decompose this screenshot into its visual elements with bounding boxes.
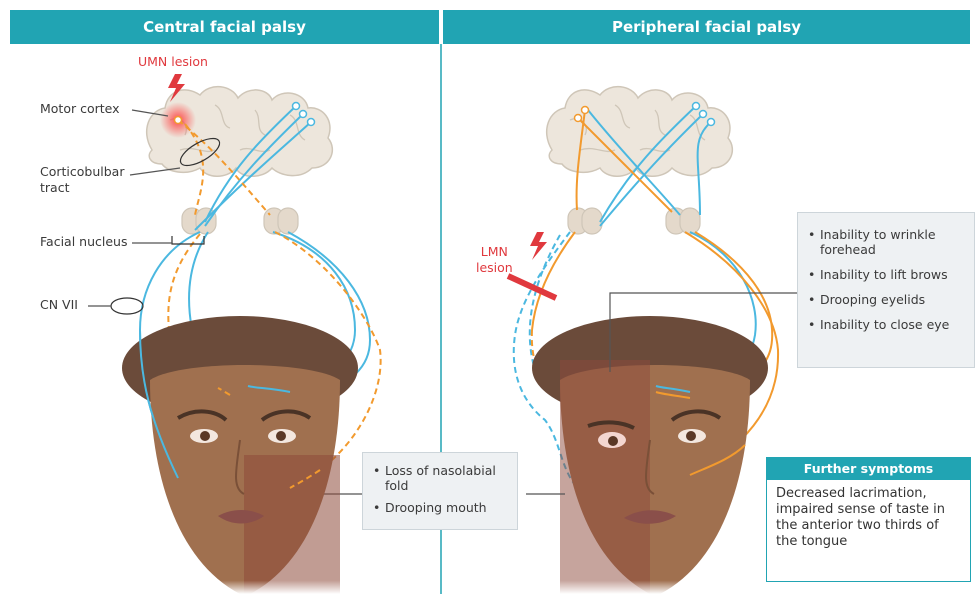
symptom-item: Drooping mouth (373, 500, 507, 515)
motor-cortex-label: Motor cortex (40, 101, 120, 117)
right-brain (547, 87, 733, 177)
left-facial-nuclei (182, 208, 298, 234)
symptom-item: Drooping eyelids (808, 292, 964, 307)
central-symptoms-box: Loss of nasolabial fold Drooping mouth (362, 452, 518, 530)
symptom-item: Inability to wrinkle forehead (808, 227, 964, 257)
lmn-lesion-bar (508, 276, 556, 298)
further-symptoms-text: Decreased lacrimation, impaired sense of… (767, 480, 970, 556)
further-symptoms-box: Further symptoms Decreased lacrimation, … (766, 457, 971, 582)
symptom-item: Inability to close eye (808, 317, 964, 332)
peripheral-symptoms-box: Inability to wrinkle forehead Inability … (797, 212, 975, 368)
cn-vii-label: CN VII (40, 297, 78, 313)
lmn-lesion-label: LMN lesion (476, 244, 513, 276)
umn-lesion-label: UMN lesion (138, 54, 208, 70)
corticobulbar-label: Corticobulbar tract (40, 164, 124, 196)
further-symptoms-title: Further symptoms (767, 458, 970, 480)
right-facial-nuclei (568, 208, 700, 234)
left-face (122, 316, 358, 594)
facial-nucleus-label: Facial nucleus (40, 234, 127, 250)
symptom-item: Loss of nasolabial fold (373, 463, 507, 493)
symptom-item: Inability to lift brows (808, 267, 964, 282)
lightning-icon-lmn (530, 232, 547, 260)
